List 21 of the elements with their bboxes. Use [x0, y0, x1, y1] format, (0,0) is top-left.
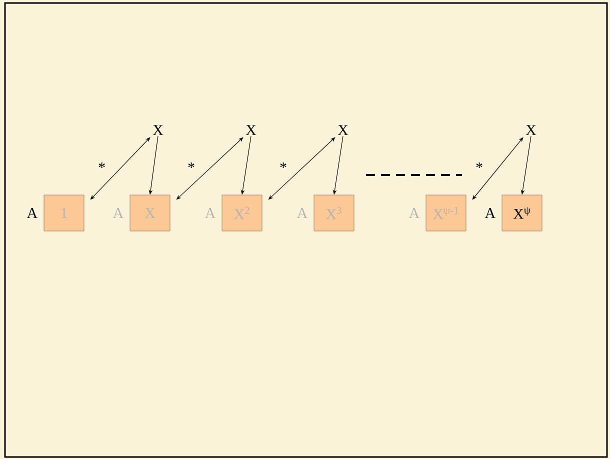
power-box: X$^{ψ}$: [502, 194, 542, 232]
power-box: X$^{2}$: [222, 194, 262, 232]
variable-label: X: [338, 125, 348, 135]
beside-label: A: [204, 208, 216, 218]
edge-label: *: [98, 162, 105, 168]
beside-label: A: [26, 208, 38, 218]
arrow: [90, 137, 150, 200]
beside-label: A: [484, 208, 496, 218]
edge-label: *: [188, 162, 194, 168]
edge-label: *: [476, 162, 482, 168]
variable-label: X: [246, 125, 256, 135]
power-box: X$^{ψ-1}$: [426, 194, 466, 232]
variable-label: X: [526, 125, 536, 135]
power-box: 1: [44, 194, 84, 232]
power-box: X$^{3}$: [314, 194, 354, 232]
variable-label: X: [152, 125, 164, 135]
edge-label: *: [280, 162, 286, 168]
beside-label: A: [296, 208, 308, 218]
beside-label: A: [408, 208, 420, 218]
power-box: X: [130, 194, 170, 232]
beside-label: A: [112, 208, 124, 218]
